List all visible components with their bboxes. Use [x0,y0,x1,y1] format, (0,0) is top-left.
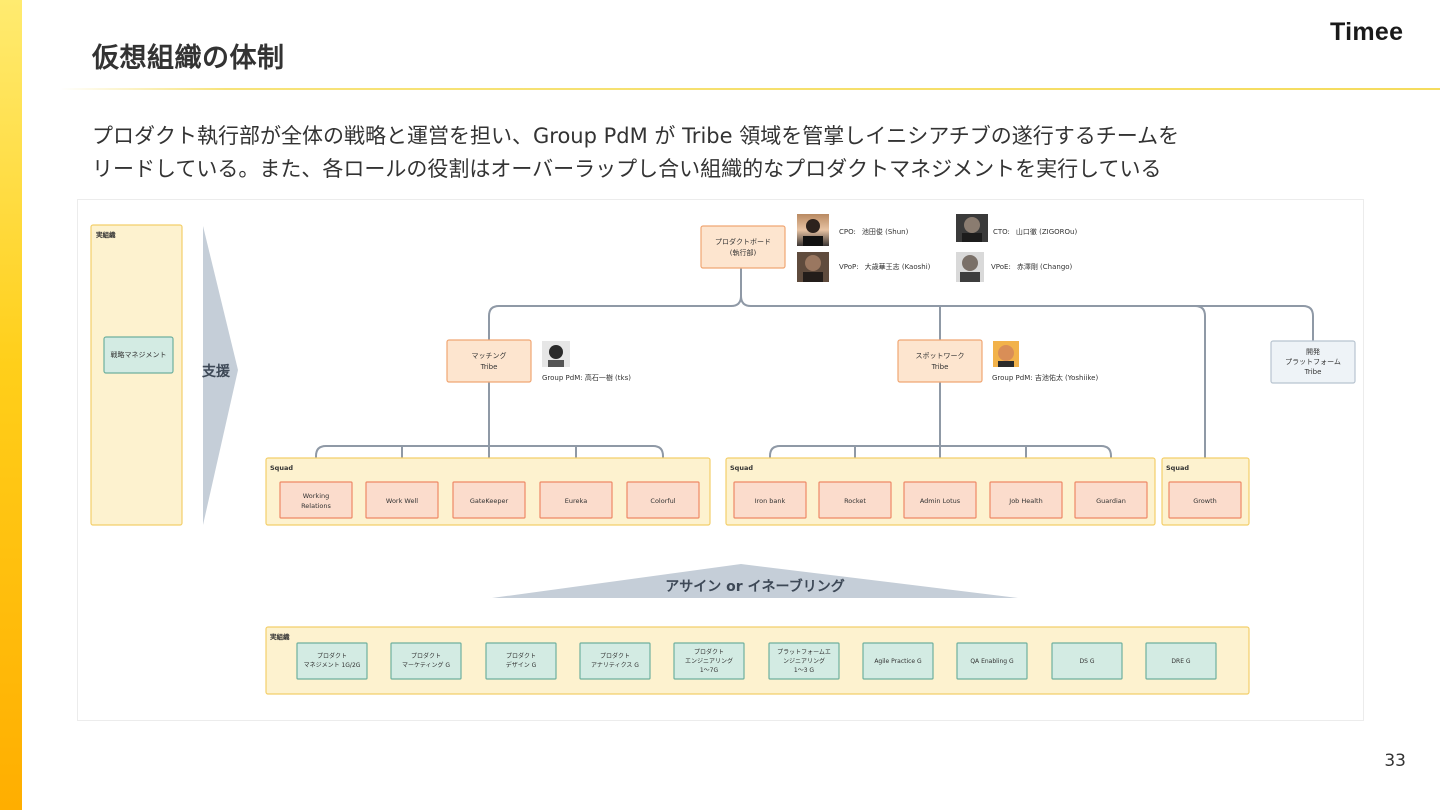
group-platform-engineering: プラットフォームエ ンジニアリング 1〜3 G [768,642,840,680]
squad-eureka: Eureka [539,481,613,519]
svg-text:Guardian: Guardian [1096,497,1126,505]
squad-guardian: Guardian [1074,481,1148,519]
svg-text:デザイン G: デザイン G [506,661,537,669]
support-label: 支援 [201,363,231,380]
squad-job-health: Job Health [989,481,1063,519]
lead-line-2: リードしている。また、各ロールの役割はオーバーラップし合い組織的なプロダクトマネ… [92,157,1162,181]
svg-text:開発: 開発 [1306,347,1320,356]
squad-working-relations: Working Relations [279,481,353,519]
group-pdm-matching: Group PdM: 高石一樹 (tks) [542,373,631,382]
svg-text:(執行部): (執行部) [730,248,757,257]
tribe-spotwork: スポットワーク Tribe [897,339,983,383]
svg-text:エンジニアリング: エンジニアリング [685,657,733,665]
svg-text:Agile Practice G: Agile Practice G [874,658,922,665]
slide-title: 仮想組織の体制 [92,43,285,74]
svg-text:プロダクト: プロダクト [694,648,724,656]
svg-text:プロダクト: プロダクト [506,652,536,660]
svg-text:プロダクトボード: プロダクトボード [715,237,771,246]
svg-text:Tribe: Tribe [931,363,949,371]
svg-text:Job Health: Job Health [1008,497,1042,505]
executive-3: VPoP:大歳華王志 (Kaoshi) [839,262,931,271]
svg-text:Squad: Squad [730,464,753,472]
group-qa-enabling: QA Enabling G [956,642,1028,680]
avatar [797,252,829,282]
svg-text:Admin Lotus: Admin Lotus [920,497,961,505]
page-number: 33 [1384,751,1406,771]
timee-logo: Timee [1330,18,1404,46]
strategy-label: 戦略マネジメント [111,350,167,359]
svg-text:Working: Working [303,492,330,500]
svg-text:プラットフォーム: プラットフォーム [1285,358,1341,366]
executive-2: CTO:山口徹 (ZIGOROu) [993,227,1077,236]
svg-text:DS G: DS G [1080,658,1095,665]
group-product-marketing: プロダクト マーケティング G [390,642,462,680]
squad-admin-lotus: Admin Lotus [903,481,977,519]
svg-text:Iron bank: Iron bank [755,497,786,505]
svg-text:GateKeeper: GateKeeper [470,497,509,505]
product-board: プロダクトボード (執行部) [700,225,786,269]
svg-text:マーケティング G: マーケティング G [402,661,450,669]
avatar [956,214,988,242]
strategy-box [103,336,174,374]
tribe-dev-platform: 開発 プラットフォーム Tribe [1270,340,1356,384]
group-product-analytics: プロダクト アナリティクス G [579,642,651,680]
svg-text:マッチング: マッチング [472,351,507,360]
svg-text:Squad: Squad [1166,464,1189,472]
support-arrow-icon [203,226,238,525]
squad-iron-bank: Iron bank [733,481,807,519]
group-pdm-spotwork: Group PdM: 吉池佑太 (Yoshiike) [992,373,1098,382]
svg-text:1〜7G: 1〜7G [700,667,719,674]
svg-text:QA Enabling G: QA Enabling G [970,658,1014,665]
squad-gatekeeper: GateKeeper [452,481,526,519]
executive-1: CPO:池田俊 (Shun) [839,227,909,236]
svg-text:マネジメント 1G/2G: マネジメント 1G/2G [304,662,361,669]
group-product-engineering: プロダクト エンジニアリング 1〜7G [673,642,745,680]
title-divider [60,88,1440,90]
assign-label: アサイン or イネーブリング [665,578,844,595]
svg-text:スポットワーク: スポットワーク [916,352,965,360]
tribe-matching: マッチング Tribe [446,339,532,383]
svg-text:1〜3 G: 1〜3 G [794,667,815,674]
group-ds: DS G [1051,642,1123,680]
executives: CPO:池田俊 (Shun) CTO:山口徹 (ZIGOROu) VPoP:大歳… [797,214,1077,282]
svg-text:実組織: 実組織 [270,632,290,641]
lead-line-1: プロダクト執行部が全体の戦略と運営を担い、Group PdM が Tribe 領… [92,124,1180,148]
svg-text:ンジニアリング: ンジニアリング [783,657,825,665]
svg-text:Relations: Relations [301,502,331,510]
squad-rocket: Rocket [818,481,892,519]
squad-colorful: Colorful [626,481,700,519]
svg-text:Eureka: Eureka [565,497,587,505]
svg-text:プロダクト: プロダクト [600,652,630,660]
assign-arrow-icon [492,564,1018,598]
svg-text:Colorful: Colorful [650,497,675,505]
svg-text:Growth: Growth [1193,497,1217,505]
accent-side-bar [0,0,22,810]
svg-text:プラットフォームエ: プラットフォームエ [777,649,831,656]
lead-text: プロダクト執行部が全体の戦略と運営を担い、Group PdM が Tribe 領… [92,120,1372,186]
svg-text:Tribe: Tribe [1304,368,1322,376]
svg-text:DRE G: DRE G [1171,658,1190,665]
squad-work-well: Work Well [365,481,439,519]
avatar [956,252,984,282]
avatar [993,341,1019,367]
group-product-management: プロダクト マネジメント 1G/2G [296,642,368,680]
group-dre: DRE G [1145,642,1217,680]
svg-text:Squad: Squad [270,464,293,472]
executive-4: VPoE:赤澤剛 (Chango) [991,262,1073,271]
avatar [542,341,570,367]
left-panel: 実組織 戦略マネジメント [90,224,183,526]
svg-text:Work Well: Work Well [386,497,418,505]
svg-text:Rocket: Rocket [844,497,866,505]
avatar [797,214,829,246]
svg-text:プロダクト: プロダクト [317,652,347,660]
svg-text:アナリティクス G: アナリティクス G [591,662,639,669]
group-product-design: プロダクト デザイン G [485,642,557,680]
left-panel-label: 実組織 [96,230,116,239]
group-agile-practice: Agile Practice G [862,642,934,680]
svg-text:Tribe: Tribe [480,363,498,371]
org-diagram: 実組織 戦略マネジメント 支援 プロダクトボード (執行部) CPO:池田俊 (… [77,199,1364,721]
svg-text:プロダクト: プロダクト [411,652,441,660]
squad-growth: Growth [1168,481,1242,519]
